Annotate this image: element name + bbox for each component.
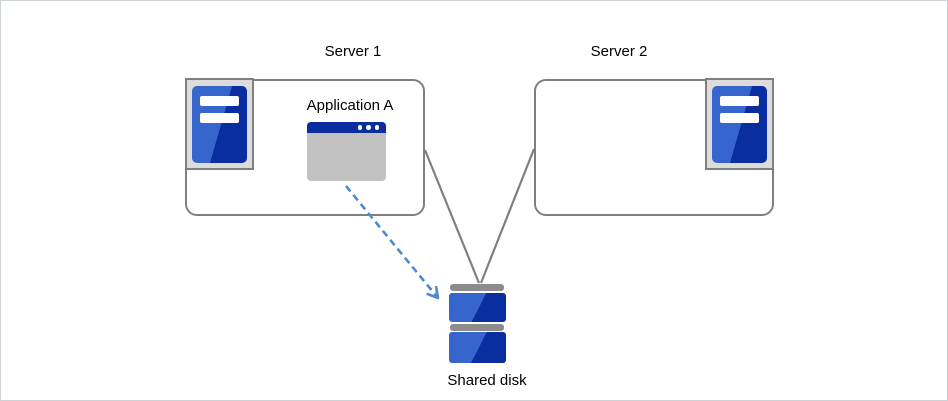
- tower-slot-icon: [200, 96, 239, 106]
- server1-label: Server 1: [324, 43, 382, 60]
- window-dot-icon: [374, 125, 380, 130]
- tower-slot-icon: [720, 113, 759, 123]
- disk-platter-icon: [449, 332, 506, 363]
- connector-server2-disk: [479, 148, 536, 284]
- shared-disk-label: Shared disk: [447, 372, 527, 389]
- disk-cap-icon: [450, 284, 504, 291]
- disk-platter-icon: [449, 293, 506, 322]
- server2-label: Server 2: [590, 43, 648, 60]
- window-titlebar: [307, 122, 386, 133]
- tower-slot-icon: [200, 113, 239, 123]
- server1-tower-icon: [192, 86, 247, 163]
- window-dot-icon: [357, 125, 363, 130]
- application-label: Application A: [306, 97, 394, 114]
- window-dot-icon: [366, 125, 371, 130]
- tower-slot-icon: [720, 96, 759, 106]
- server2-tower-icon: [712, 86, 767, 163]
- connector-server1-disk: [423, 149, 481, 284]
- app-window-icon: [307, 122, 386, 181]
- disk-cap-icon: [450, 324, 504, 331]
